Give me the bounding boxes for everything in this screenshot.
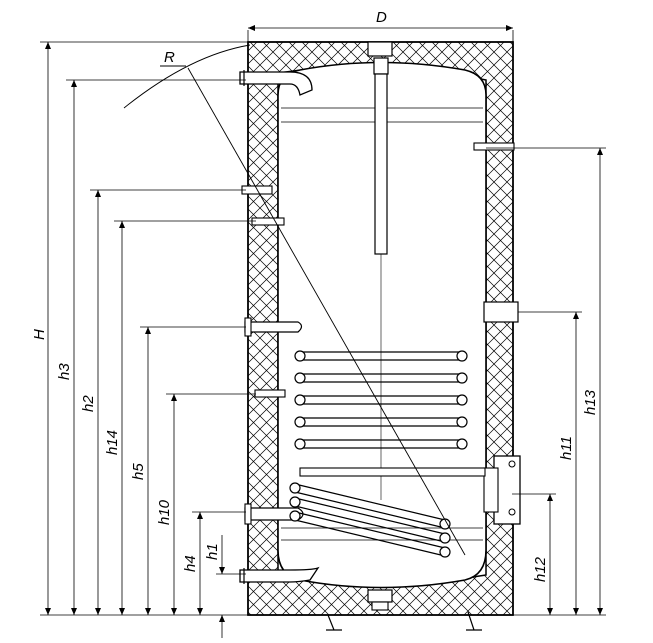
label-h5: h5 [130,463,147,480]
right-sockets [299,142,521,525]
label-h14: h14 [104,430,121,455]
bottom-inlet-pipe [239,566,320,584]
top-outlet-pipe [239,70,313,96]
label-h2: h2 [80,395,97,412]
bottom-drain-and-feet [326,589,482,631]
tilt-radius [123,44,466,556]
label-h10: h10 [156,499,173,525]
label-h1: h1 [204,543,221,560]
label-h12: h12 [532,556,549,582]
label-H: H [31,329,48,340]
heat-exchanger-coil-lower [289,482,451,558]
heat-exchanger-coil-upper [294,350,468,450]
label-h3: h3 [56,363,73,380]
anode-rod [367,41,393,500]
label-R: R [164,49,175,66]
label-h11: h11 [558,436,575,460]
label-h13: h13 [582,389,599,415]
label-h4: h4 [182,555,199,572]
label-D: D [376,9,387,26]
dimension-lines [40,25,606,638]
